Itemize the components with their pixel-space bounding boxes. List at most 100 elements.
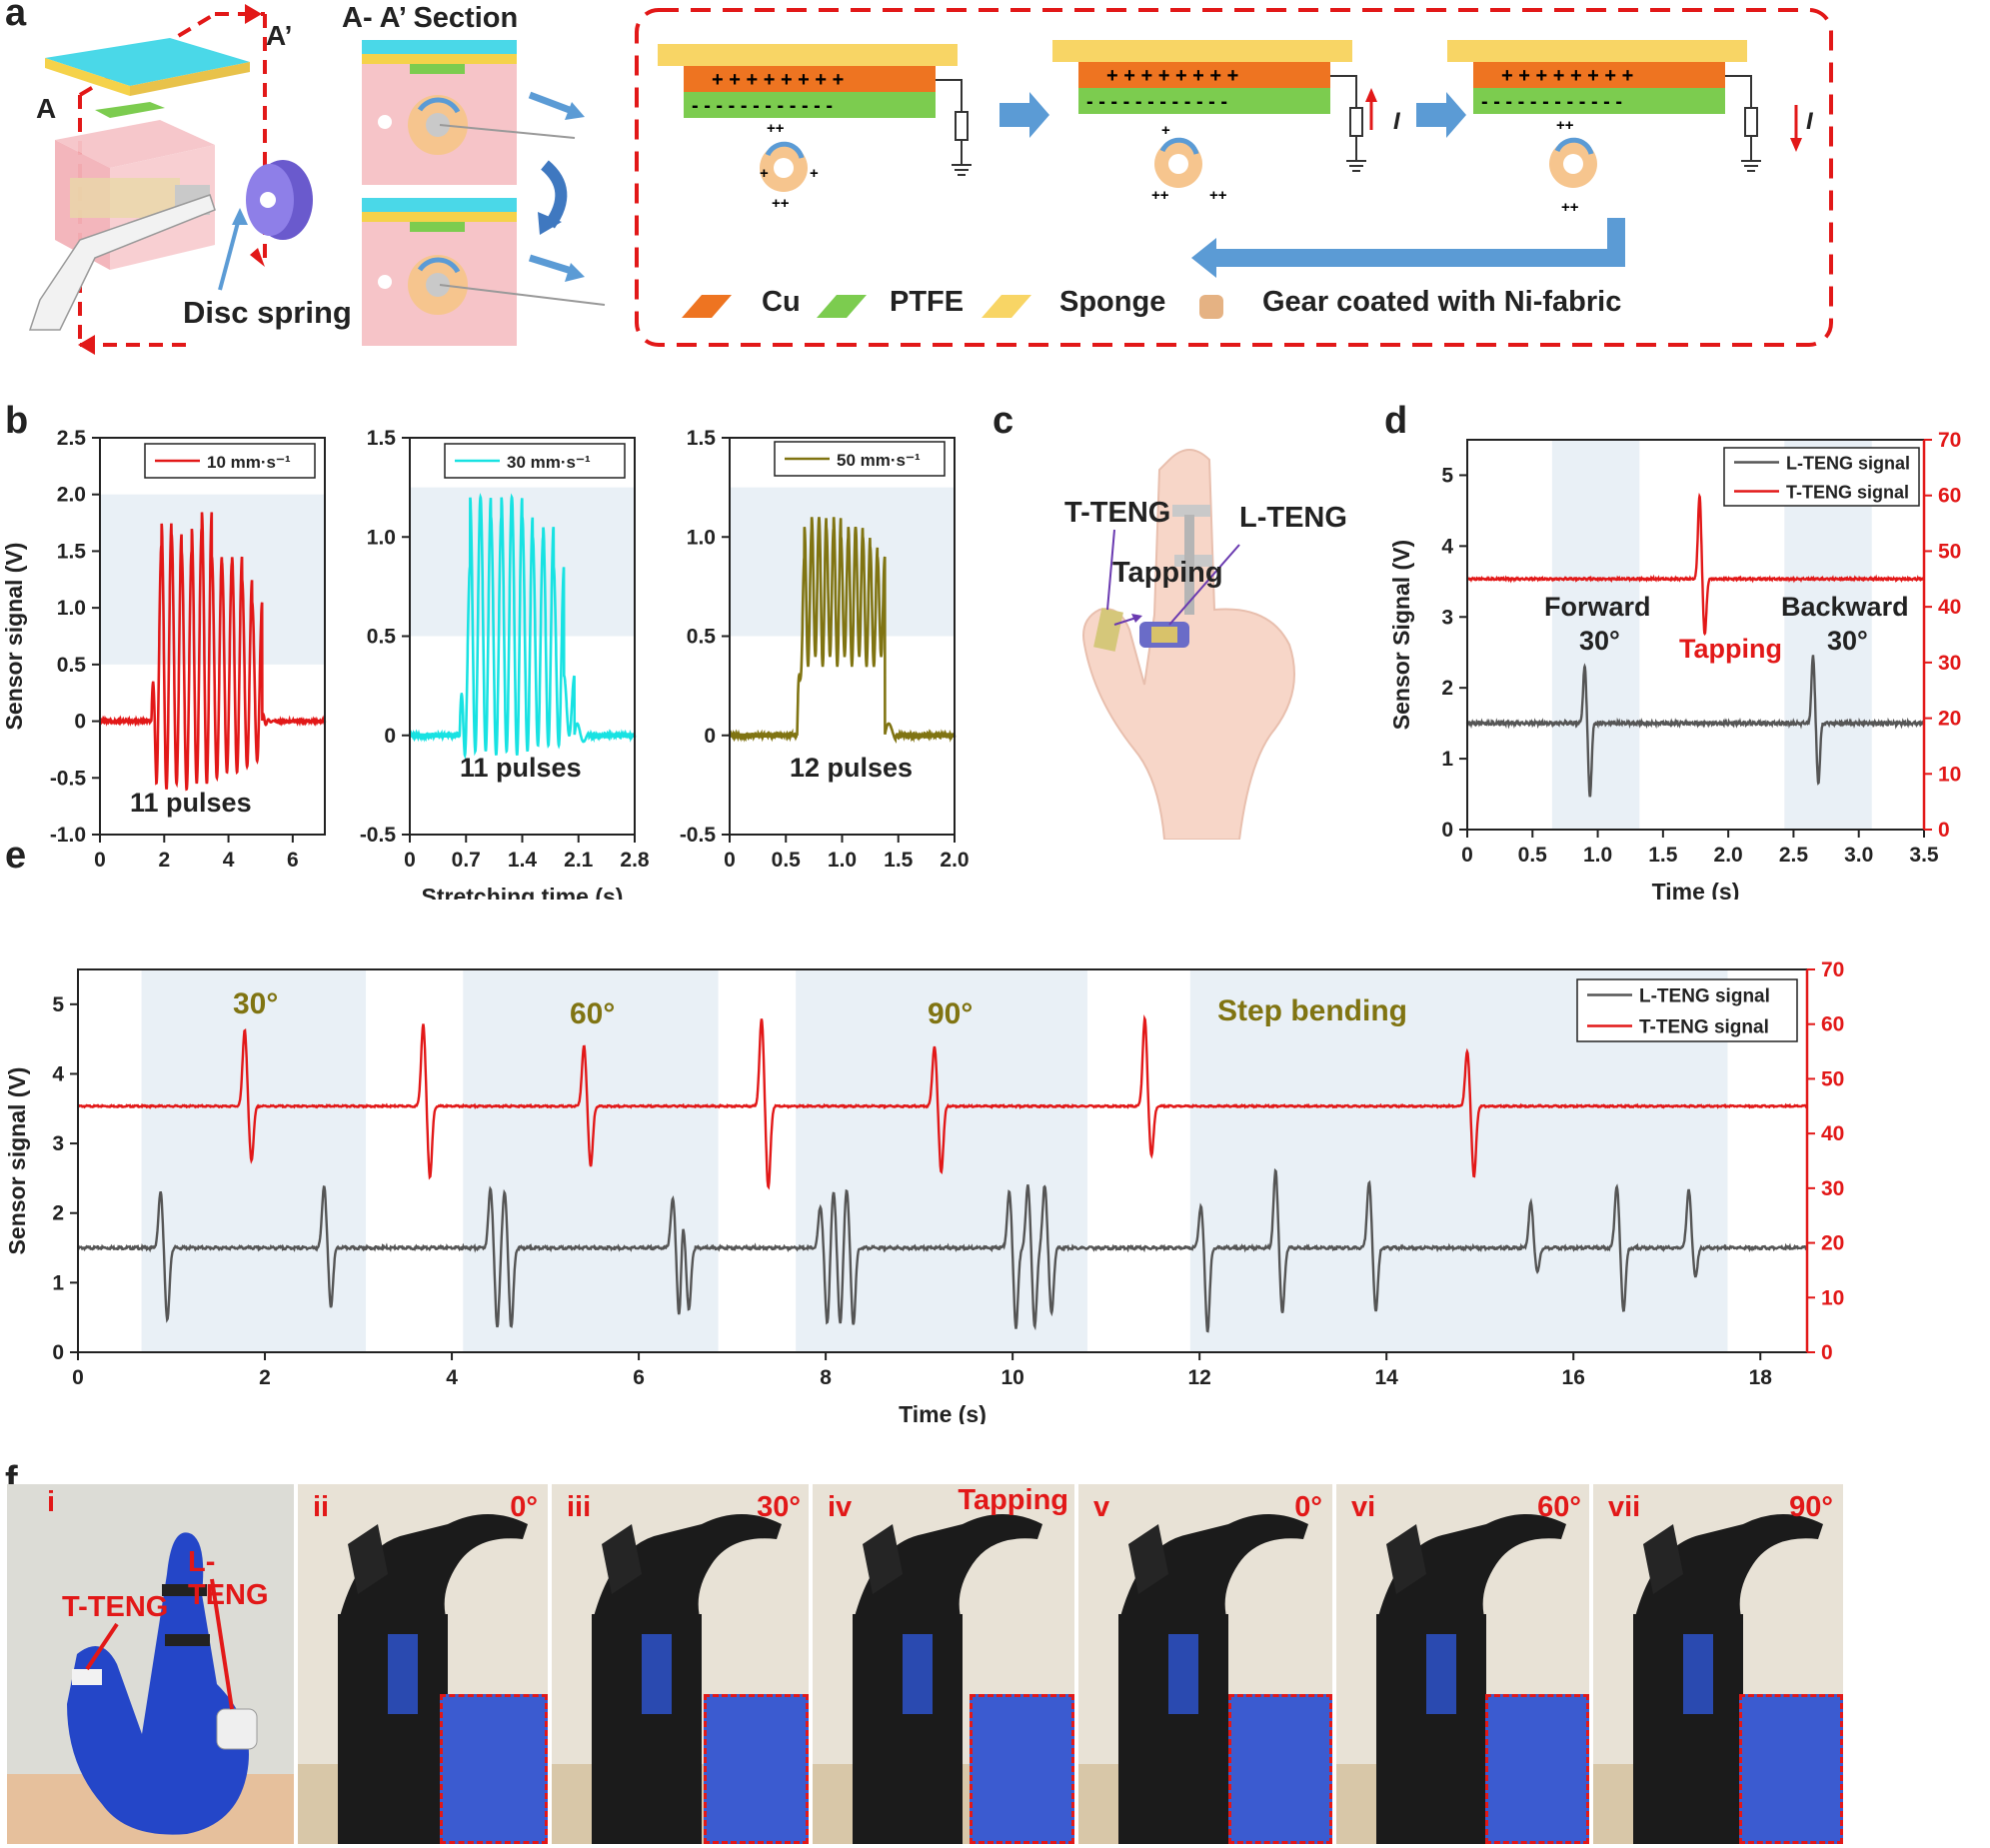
plot-frame bbox=[99, 437, 326, 836]
photo-iv-numeral: iv bbox=[828, 1491, 853, 1523]
y-tick-label: 0 bbox=[1441, 819, 1453, 842]
y-tick-label: 0 bbox=[74, 711, 86, 734]
svg-text:++: ++ bbox=[772, 195, 790, 212]
photo-v-numeral: v bbox=[1093, 1491, 1110, 1523]
photo-iv-angle: Tapping bbox=[958, 1484, 1068, 1516]
photo-iv: iv Tapping bbox=[813, 1484, 1074, 1844]
photo-v-inset bbox=[1228, 1694, 1332, 1844]
series-line-0 bbox=[76, 1167, 1808, 1333]
x-tick-label: 1.0 bbox=[828, 849, 857, 872]
y2-tick-label: 20 bbox=[1821, 1232, 1844, 1255]
panel-label-e: e bbox=[5, 835, 27, 877]
svg-text:++: ++ bbox=[1209, 187, 1227, 204]
d-forward-label: Forward bbox=[1544, 592, 1651, 622]
photo-vii: vii 90° bbox=[1593, 1484, 1843, 1844]
x-axis-label: Time (s) bbox=[1652, 879, 1740, 900]
y-tick-label: -0.5 bbox=[360, 824, 397, 847]
x-tick-label: 10 bbox=[1000, 1366, 1023, 1389]
x-tick-label: 0 bbox=[724, 849, 736, 872]
x-tick-label: 4 bbox=[223, 849, 235, 872]
svg-text:++: ++ bbox=[1151, 187, 1169, 204]
x-tick-label: 1.4 bbox=[508, 849, 538, 872]
y-tick-label: 0 bbox=[52, 1341, 64, 1364]
photo-v-angle: 0° bbox=[1294, 1491, 1322, 1523]
y-tick-label: 3 bbox=[52, 1132, 64, 1155]
y2-tick-label: 0 bbox=[1938, 819, 1950, 842]
y-tick-label: 0 bbox=[384, 725, 396, 748]
svg-text:+ + + + + + + +: + + + + + + + + bbox=[712, 69, 844, 91]
c-l-teng-label: L-TENG bbox=[1239, 502, 1347, 534]
panel-label-b: b bbox=[5, 400, 29, 442]
y2-tick-label: 0 bbox=[1821, 1341, 1833, 1364]
svg-text:++: ++ bbox=[767, 120, 785, 137]
current-label-2: I bbox=[1806, 108, 1813, 135]
legend-box bbox=[1723, 447, 1920, 507]
y-tick-label: 2.0 bbox=[57, 484, 86, 507]
y-tick-label: 2 bbox=[52, 1202, 64, 1225]
x-tick-label: 18 bbox=[1749, 1366, 1773, 1389]
photo-vii-numeral: vii bbox=[1608, 1491, 1641, 1523]
x-tick-label: 2.8 bbox=[620, 849, 650, 872]
panel-label-d: d bbox=[1384, 400, 1408, 442]
x-tick-label: 2.1 bbox=[564, 849, 594, 872]
d-backward-deg: 30° bbox=[1827, 626, 1868, 656]
photo-ii-angle: 0° bbox=[510, 1491, 538, 1523]
photo-vi-angle: 60° bbox=[1537, 1491, 1581, 1523]
y-tick-label: -0.5 bbox=[680, 824, 717, 847]
y-tick-label: 0.5 bbox=[687, 626, 717, 649]
d-forward-deg: 30° bbox=[1579, 626, 1620, 656]
y-tick-label: 4 bbox=[1441, 535, 1453, 558]
x-tick-label: 2.0 bbox=[940, 849, 969, 872]
y-tick-label: 2 bbox=[1441, 677, 1453, 700]
e-90-label: 90° bbox=[928, 997, 974, 1030]
y-axis-label: Sensor signal (V) bbox=[1, 543, 27, 731]
x-tick-label: 1.5 bbox=[1648, 844, 1678, 867]
y2-tick-label: 70 bbox=[1938, 429, 1961, 452]
y-tick-label: 1.5 bbox=[687, 427, 717, 450]
svg-text:++: ++ bbox=[1561, 199, 1579, 216]
disc-spring-label: Disc spring bbox=[183, 295, 352, 330]
y-tick-label: 0.5 bbox=[57, 654, 87, 677]
y-tick-label: 4 bbox=[52, 1062, 64, 1085]
d-backward-label: Backward bbox=[1781, 592, 1909, 622]
x-tick-label: 2 bbox=[259, 1366, 271, 1389]
x-tick-label: 2.0 bbox=[1714, 844, 1743, 867]
photo-i: i T-TENG L-TENG bbox=[7, 1484, 294, 1844]
x-tick-label: 16 bbox=[1562, 1366, 1585, 1389]
x-tick-label: 0.5 bbox=[1518, 844, 1548, 867]
photo-iii: iii 30° bbox=[552, 1484, 809, 1844]
series-line-0 bbox=[728, 517, 957, 744]
y-axis-label: Sensor Signal (V) bbox=[1388, 540, 1414, 730]
y2-tick-label: 10 bbox=[1938, 763, 1961, 786]
x-axis-label: Stretching time (s) bbox=[422, 884, 624, 900]
label-A-prime: A’ bbox=[266, 20, 293, 51]
x-tick-label: 3.5 bbox=[1909, 844, 1939, 867]
photo-ii-numeral: ii bbox=[313, 1491, 330, 1523]
series-line-1 bbox=[1465, 492, 1925, 637]
y-tick-label: 1.0 bbox=[367, 526, 396, 549]
y-tick-label: 0 bbox=[704, 725, 716, 748]
highlight-band-0 bbox=[1551, 441, 1640, 829]
svg-text:+: + bbox=[760, 165, 769, 182]
photo-i-l-teng: L-TENG bbox=[188, 1546, 269, 1611]
x-tick-label: 12 bbox=[1187, 1366, 1210, 1389]
panel-a-working-principle: + + + + + + + + - - - - - - - - - - - - … bbox=[635, 8, 1833, 347]
y-tick-label: 5 bbox=[1441, 464, 1453, 487]
panel-a-device-illustration bbox=[28, 4, 606, 355]
x-tick-label: 0 bbox=[72, 1366, 84, 1389]
y-tick-label: 3 bbox=[1441, 606, 1453, 629]
svg-text:+: + bbox=[810, 165, 819, 182]
legend-label: L-TENG signal bbox=[1786, 454, 1910, 474]
y2-tick-label: 30 bbox=[1821, 1177, 1844, 1200]
b1-annotation: 11 pulses bbox=[130, 788, 252, 818]
x-tick-label: 0.5 bbox=[772, 849, 802, 872]
panel-c-hand-illustration bbox=[1082, 449, 1295, 840]
photo-vii-angle: 90° bbox=[1789, 1491, 1833, 1523]
photo-i-glove bbox=[7, 1532, 294, 1844]
series-line-1 bbox=[76, 1013, 1808, 1190]
y-axis-label: Sensor signal (V) bbox=[4, 1067, 30, 1255]
legend-label: 30 mm·s⁻¹ bbox=[507, 453, 591, 472]
y2-tick-label: 20 bbox=[1938, 708, 1961, 731]
